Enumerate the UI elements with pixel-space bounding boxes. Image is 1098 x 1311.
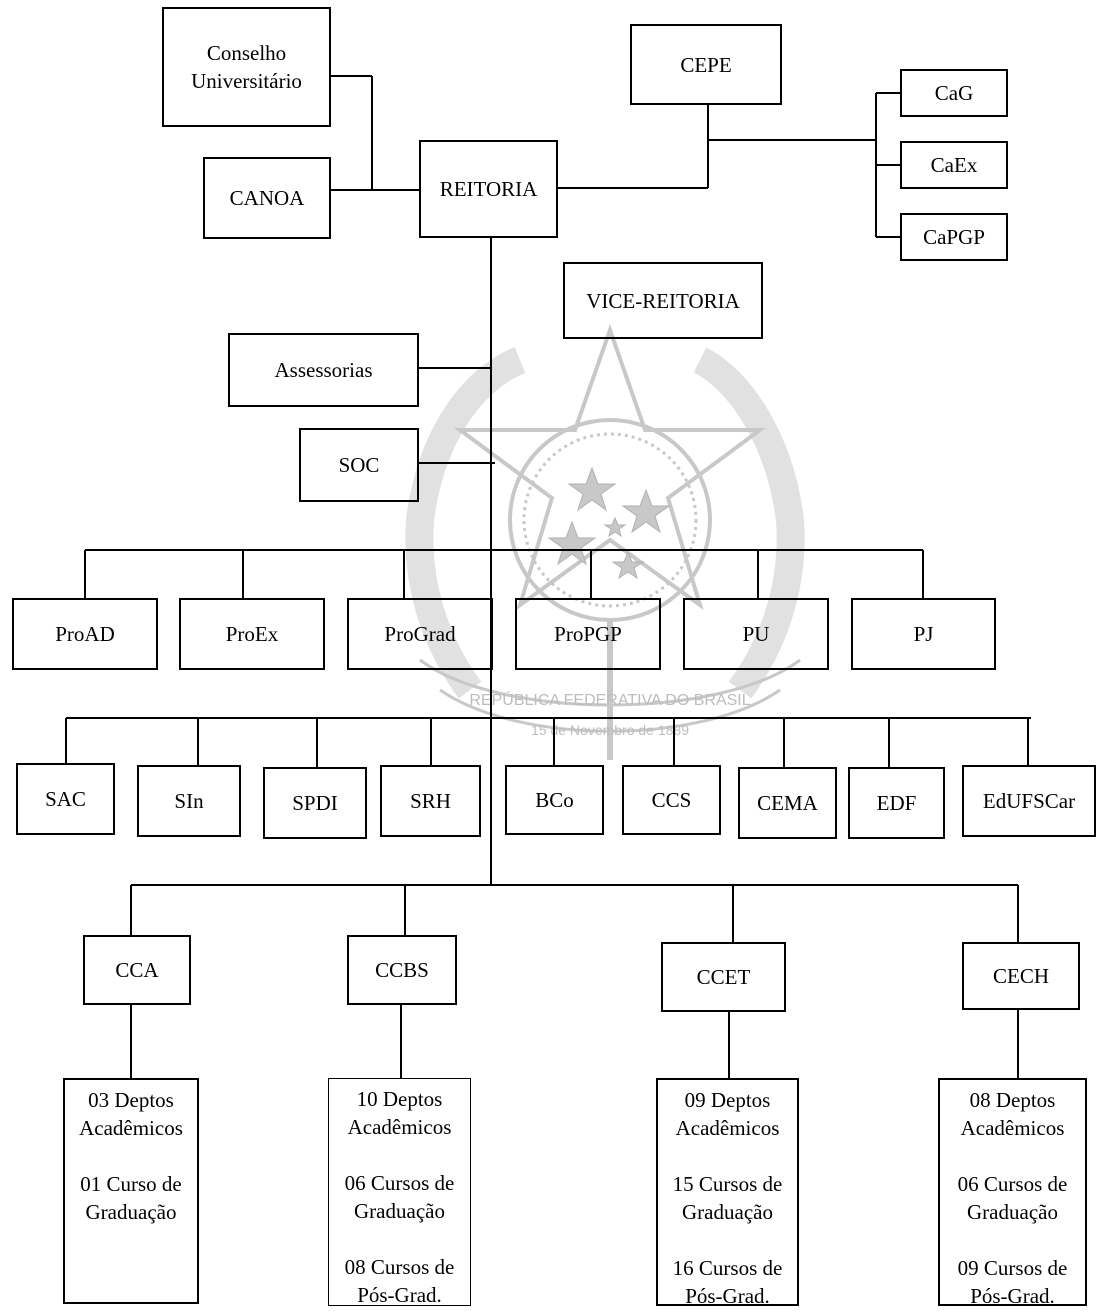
centro-label: CCBS [375, 958, 429, 982]
vice-reitoria-label: VICE-REITORIA [586, 288, 740, 313]
centro-detail-line: 15 Cursos de Graduação [672, 1172, 783, 1224]
small-star-1 [567, 466, 617, 512]
cepe-label: CEPE [680, 52, 732, 77]
centro-detail-line: 06 Cursos de Graduação [344, 1171, 455, 1223]
secretaria-box-spdi: SPDI [263, 767, 367, 839]
secretaria-label: CCS [651, 788, 692, 812]
secretaria-box-edufscar: EdUFSCar [962, 765, 1096, 837]
small-star-4 [611, 550, 645, 580]
secretaria-label: SIn [174, 789, 204, 813]
pro-reitoria-box-pu: PU [683, 598, 829, 670]
soc-box: SOC [299, 428, 419, 502]
centro-details-ccet: 09 Deptos Acadêmicos 15 Cursos de Gradua… [656, 1078, 799, 1308]
vice-reitoria-box: VICE-REITORIA [563, 262, 763, 339]
ribbon-lower [439, 688, 781, 733]
centro-detail-line: 16 Cursos de Pós-Grad. [672, 1256, 783, 1308]
secretaria-label: EdUFSCar [982, 789, 1076, 813]
centro-detail-line: 06 Cursos de Graduação [957, 1172, 1068, 1224]
conselho-universitario-label: Conselho Universitário [191, 41, 302, 93]
emblem-circle-inner [522, 432, 698, 608]
assessorias-box: Assessorias [228, 333, 419, 407]
centro-detail-line: 08 Deptos Acadêmicos [960, 1088, 1065, 1140]
centro-label: CECH [992, 964, 1049, 988]
centro-detail-line: 09 Cursos de Pós-Grad. [957, 1256, 1068, 1308]
centro-label: CCA [115, 958, 159, 982]
reitoria-label: REITORIA [439, 177, 538, 201]
centro-detail-line: 01 Curso de Graduação [80, 1172, 182, 1224]
centro-detail-line: 08 Cursos de Pós-Grad. [344, 1255, 455, 1307]
centro-box-ccet: CCET [661, 942, 786, 1012]
centro-detail-line: 03 Deptos Acadêmicos [79, 1088, 183, 1140]
centro-label: CCET [696, 965, 751, 989]
ribbon [419, 658, 801, 707]
secretaria-box-sin: SIn [137, 765, 241, 837]
large-star [453, 323, 767, 611]
secretaria-box-sac: SAC [16, 763, 115, 835]
pro-reitoria-box-proad: ProAD [12, 598, 158, 670]
small-star-2 [621, 488, 671, 534]
secretaria-box-srh: SRH [380, 765, 481, 837]
pro-reitoria-box-proex: ProEx [179, 598, 325, 670]
canoa-label: CANOA [229, 186, 305, 210]
small-star-3 [547, 520, 597, 566]
pro-reitoria-box-pj: PJ [851, 598, 996, 670]
pro-reitoria-label: PU [742, 622, 770, 646]
centro-detail-line: 09 Deptos Acadêmicos [675, 1088, 780, 1140]
branch-left [405, 347, 526, 699]
pro-reitoria-label: ProEx [225, 622, 279, 646]
pro-reitoria-label: ProGrad [384, 622, 456, 646]
secretaria-box-cema: CEMA [738, 767, 837, 839]
secretaria-box-edf: EDF [848, 767, 945, 839]
centro-details-cca: 03 Deptos Acadêmicos 01 Curso de Graduaç… [63, 1078, 199, 1304]
cag-box: CaG [900, 69, 1008, 117]
assessorias-label: Assessorias [274, 358, 373, 382]
pro-reitoria-box-prograd: ProGrad [347, 598, 493, 670]
centro-box-cech: CECH [962, 942, 1080, 1010]
conselho-universitario-box: Conselho Universitário [162, 7, 331, 127]
secretaria-label: SAC [45, 787, 86, 811]
centro-details-cech: 08 Deptos Acadêmicos 06 Cursos de Gradua… [938, 1078, 1087, 1308]
reitoria-box: REITORIA [419, 140, 558, 238]
secretaria-label: CEMA [757, 791, 818, 815]
cag-label: CaG [934, 81, 974, 105]
centro-details-ccbs: 10 Deptos Acadêmicos 06 Cursos de Gradua… [328, 1078, 471, 1307]
soc-label: SOC [338, 453, 380, 477]
secretaria-label: SPDI [292, 791, 338, 815]
capgp-label: CaPGP [923, 225, 985, 249]
secretaria-box-ccs: CCS [622, 765, 721, 835]
pro-reitoria-label: ProAD [55, 622, 115, 646]
canoa-box: CANOA [203, 157, 331, 239]
centro-box-cca: CCA [83, 935, 191, 1005]
secretaria-label: BCo [535, 788, 574, 812]
branch-right [693, 347, 805, 699]
small-star-5 [603, 516, 627, 538]
centro-box-ccbs: CCBS [347, 935, 457, 1005]
caex-label: CaEx [930, 153, 978, 177]
ring-text-top: REPÚBLICA FEDERATIVA DO BRASIL [469, 690, 750, 709]
secretaria-label: EDF [876, 791, 917, 815]
secretaria-label: SRH [410, 789, 451, 813]
pro-reitoria-label: ProPGP [554, 622, 622, 646]
caex-box: CaEx [900, 141, 1008, 189]
cepe-box: CEPE [630, 24, 782, 105]
centro-detail-line: 10 Deptos Acadêmicos [347, 1087, 452, 1139]
pro-reitoria-box-propgp: ProPGP [515, 598, 661, 670]
capgp-box: CaPGP [900, 213, 1008, 261]
ring-text-bottom: 15 de Novembro de 1889 [531, 722, 689, 738]
pro-reitoria-label: PJ [913, 622, 934, 646]
secretaria-box-bco: BCo [505, 765, 604, 835]
